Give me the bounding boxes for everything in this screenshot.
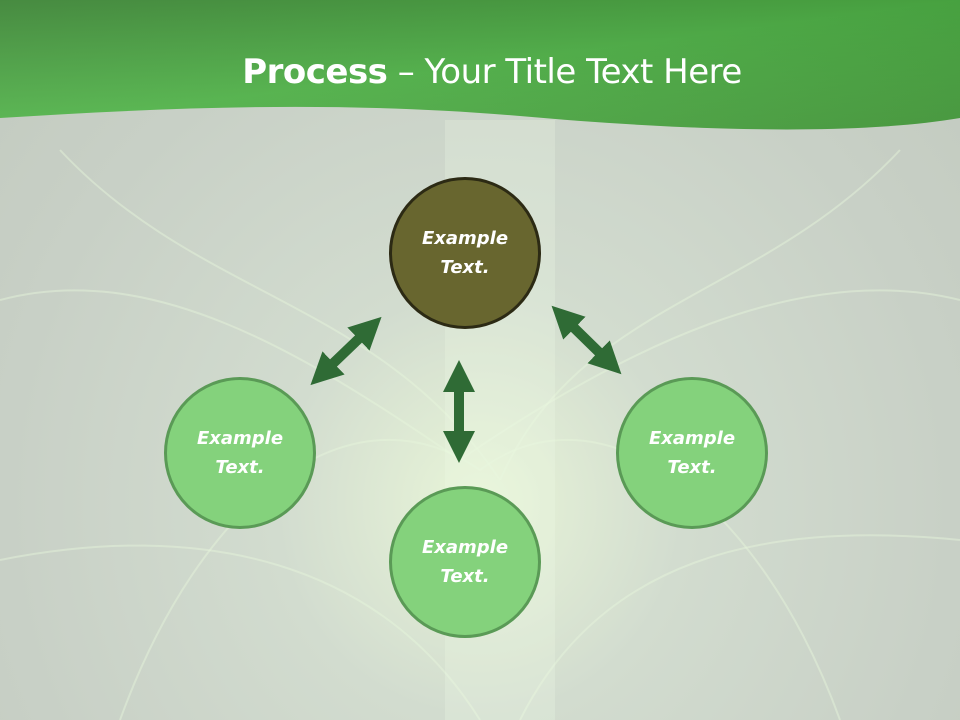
title-bold: Process	[242, 52, 388, 92]
title-rest: – Your Title Text Here	[387, 52, 743, 92]
node-right: Example Text.	[616, 377, 768, 529]
node-text-line2: Text.	[440, 566, 490, 587]
node-text-line1: Example	[421, 228, 509, 249]
node-text-line1: Example	[648, 428, 736, 449]
background-swirls	[0, 149, 960, 720]
arrow-top-right	[551, 305, 622, 375]
arrow-top-left	[310, 316, 382, 386]
node-text-line2: Text.	[440, 257, 490, 278]
node-text-line2: Text.	[667, 457, 717, 478]
connector-arrows	[310, 305, 622, 464]
node-text-line1: Example	[421, 537, 509, 558]
node-left: Example Text.	[164, 377, 316, 529]
node-bottom: Example Text.	[389, 486, 541, 638]
node-top: Example Text.	[389, 177, 541, 329]
node-text-line1: Example	[196, 428, 284, 449]
slide-title: Process – Your Title Text Here	[0, 52, 960, 92]
node-text-line2: Text.	[215, 457, 265, 478]
